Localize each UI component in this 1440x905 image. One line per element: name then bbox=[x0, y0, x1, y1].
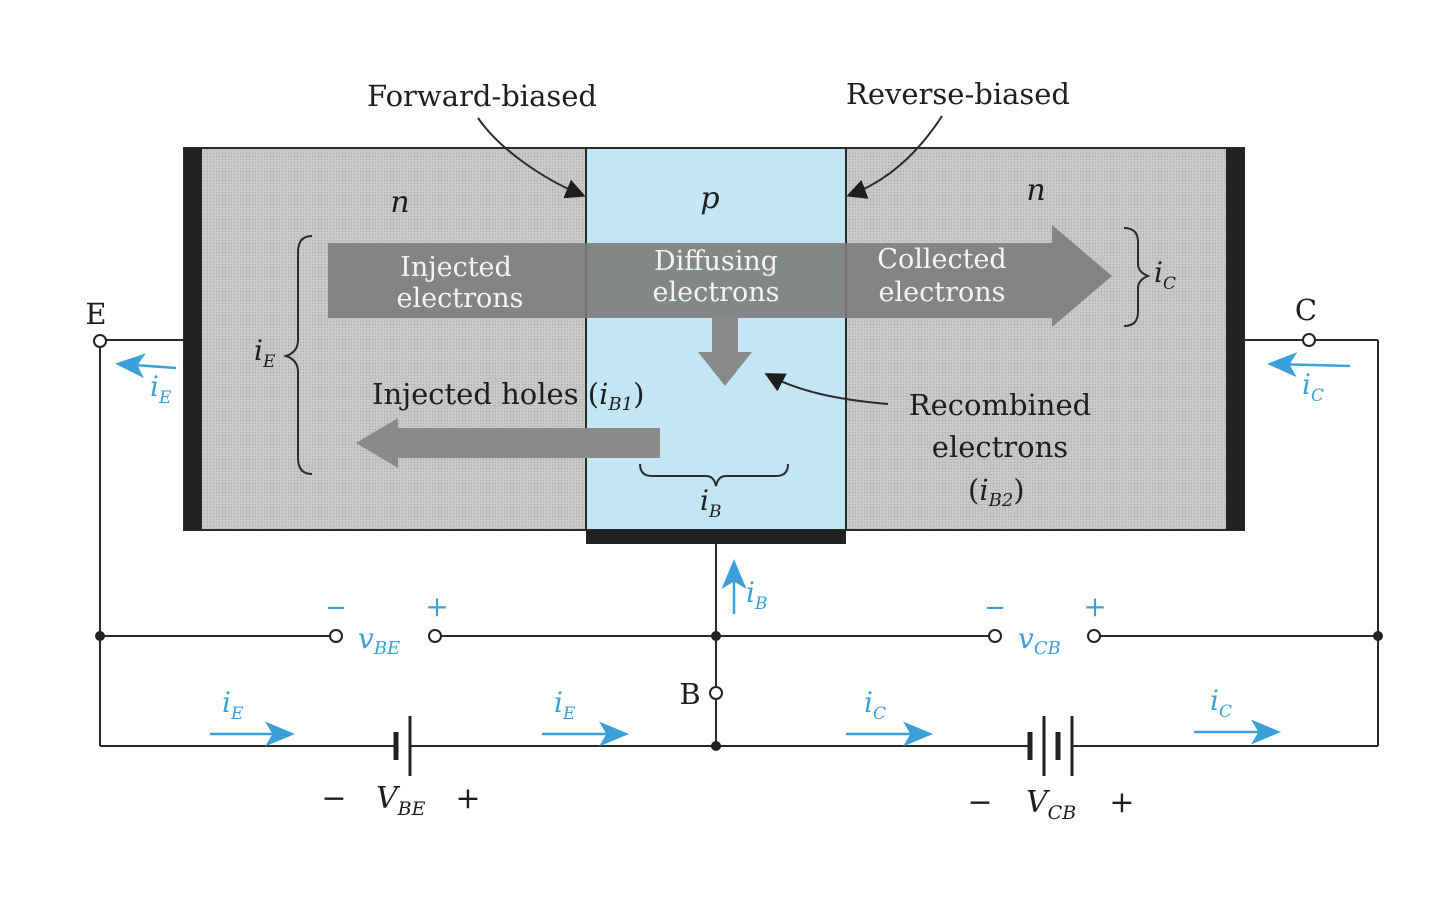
recombined-line1: Recombined bbox=[909, 388, 1091, 422]
emitter-terminal[interactable] bbox=[93, 334, 107, 348]
vbe-label: vBE bbox=[358, 622, 400, 659]
vcb-label: vCB bbox=[1018, 622, 1061, 659]
reverse-biased-pointer bbox=[846, 115, 943, 199]
base-terminal-label: B bbox=[679, 677, 700, 711]
ic-brace bbox=[1123, 227, 1151, 327]
diffusing-electrons-line1: Diffusing bbox=[654, 246, 778, 277]
emitter-region-label: n bbox=[390, 185, 409, 220]
collector-n-region bbox=[846, 148, 1244, 530]
vcb-supply-plus: + bbox=[1109, 785, 1134, 820]
ie-terminal-arrow bbox=[115, 353, 177, 379]
ie-brace-label: iE bbox=[254, 334, 276, 372]
vcb-supply-label: VCB bbox=[1026, 785, 1076, 824]
vbe-minus-terminal[interactable] bbox=[329, 629, 343, 643]
ie-loop-label-1: iE bbox=[222, 686, 244, 724]
recombined-pointer bbox=[764, 373, 889, 405]
collector-terminal[interactable] bbox=[1302, 333, 1316, 347]
vcb-minus-terminal[interactable] bbox=[988, 629, 1002, 643]
reverse-biased-label: Reverse-biased bbox=[846, 77, 1070, 111]
emitter-contact bbox=[184, 148, 202, 530]
recombined-line3: (iB2) bbox=[968, 473, 1025, 511]
ie-terminal-label: iE bbox=[150, 370, 172, 408]
vcb-minus-sign: − bbox=[984, 593, 1006, 623]
diffusing-electrons-line2: electrons bbox=[653, 277, 780, 308]
ic-terminal-label: iC bbox=[1302, 368, 1324, 406]
vbe-minus-sign: − bbox=[325, 593, 347, 623]
recombined-line2: electrons bbox=[932, 430, 1068, 464]
recombination-arrow bbox=[698, 318, 752, 386]
ib-brace bbox=[639, 463, 789, 487]
injected-holes-label: Injected holes (iB1) bbox=[372, 377, 644, 415]
injected-holes-arrow bbox=[356, 418, 660, 468]
vcb-plus-sign: + bbox=[1083, 590, 1106, 623]
injected-electrons-line2: electrons bbox=[397, 283, 524, 314]
base-terminal[interactable] bbox=[709, 686, 723, 700]
ib-arrow-label: iB bbox=[746, 576, 767, 614]
collected-electrons-line2: electrons bbox=[879, 277, 1006, 308]
collector-contact bbox=[1226, 148, 1244, 530]
ic-loop-label-2: iC bbox=[1210, 684, 1232, 722]
vbe-supply-minus: − bbox=[321, 781, 346, 816]
vbe-plus-terminal[interactable] bbox=[428, 629, 442, 643]
collector-terminal-label: C bbox=[1295, 293, 1317, 327]
ic-brace-label: iC bbox=[1154, 256, 1176, 294]
ie-loop-label-2: iE bbox=[554, 686, 576, 724]
emitter-n-region bbox=[184, 148, 586, 530]
vcb-plus-terminal[interactable] bbox=[1087, 629, 1101, 643]
forward-biased-label: Forward-biased bbox=[367, 79, 597, 113]
vbe-supply-label: VBE bbox=[376, 781, 426, 820]
emitter-terminal-label: E bbox=[85, 297, 106, 331]
injected-electrons-line1: Injected bbox=[400, 252, 512, 283]
ic-loop-label-1: iC bbox=[864, 686, 886, 724]
collected-electrons-line1: Collected bbox=[877, 244, 1006, 275]
base-contact bbox=[586, 530, 846, 544]
vbe-supply-plus: + bbox=[455, 781, 480, 816]
collector-region-label: n bbox=[1026, 173, 1045, 208]
electron-flow-arrow bbox=[328, 225, 1112, 327]
ie-brace bbox=[282, 235, 313, 475]
base-region-label: p bbox=[700, 181, 719, 216]
ic-terminal-arrow bbox=[1267, 352, 1351, 378]
vbe-plus-sign: + bbox=[425, 590, 448, 623]
vcb-supply-minus: − bbox=[967, 785, 992, 820]
ib-brace-label: iB bbox=[700, 484, 721, 522]
forward-biased-pointer bbox=[477, 117, 586, 199]
